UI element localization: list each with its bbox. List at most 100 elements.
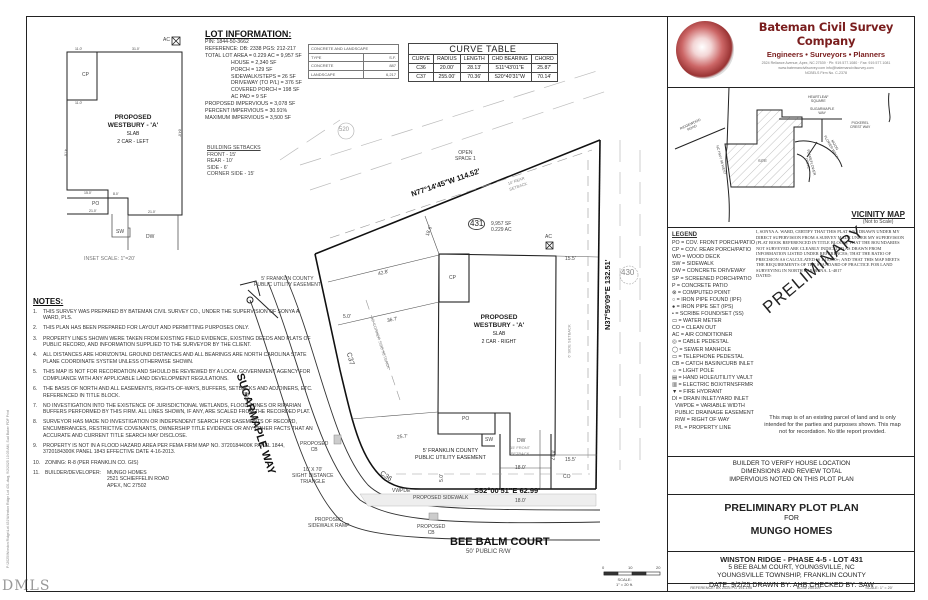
vicinity-map-drawing [674,86,891,223]
legend-item: AC = AIR CONDITIONER [672,332,733,339]
note-number: 5. [33,369,38,376]
co-label: CO [563,474,571,480]
builder-line: MUNGO HOMES [107,469,147,476]
dim-15-5-bottom: 15.5' [565,457,576,463]
legend-item: PO = COV. FRONT PORCH/PATIO [672,240,755,247]
table-header: CURVE [407,54,435,64]
legend-item: ◯ = SEWER MANHOLE [672,346,732,353]
scale-bar [603,571,661,576]
lot-information-title: LOT INFORMATION: [205,29,292,39]
company-header: Bateman Civil Survey Company Engineers •… [668,16,915,88]
project-info: WINSTON RIDGE - PHASE 4-5 - LOT 431 5 BE… [668,553,915,589]
note-text: PROPERTY IS NOT IN A FLOOD HAZARD AREA P… [43,442,285,456]
ac-icon [545,241,554,250]
note-text: ZONING: R-8 (PER FRANKLIN CO. GIS) [45,459,139,466]
label-line: CREST WAY [850,125,871,129]
note-item: 8.SURVEYOR HAS MADE NO INVESTIGATION OR … [33,419,313,439]
dmls-watermark-logo: DMLS [2,578,51,594]
inset-scale-label: INSET SCALE: 1"=20' [84,256,136,262]
table-header: CHD BEARING [487,54,532,64]
sidewalk-label: PROPOSED SIDEWALK [413,495,469,501]
vwpde-label: VWPDE [392,488,411,494]
note-text: THIS SURVEY WAS PREPARED BY BATEMAN CIVI… [43,308,301,322]
proposed-house-outline [437,253,557,489]
table-cell: 25.87' [530,63,558,73]
builder-line: APEX, NC 27502 [107,483,147,489]
note-number: 8. [33,419,38,426]
inset-dim-po-bottom: 21.0' [89,209,97,213]
note-item: 7.NO INVESTIGATION INTO THE EXISTENCE OF… [33,403,313,416]
legend-item: WD = WOOD DECK [672,254,721,261]
lot-information: LOT INFORMATION: PIN: 1844-50-3662 REFER… [205,29,302,122]
east-bearing: N37°59'09"E 132.51' [603,259,612,330]
note-text: THE BASIS OF NORTH AND ALL EASEMENTS, RI… [43,385,313,399]
label-line: 1" = 20 ft. [616,582,634,587]
certification-dated: DATED: [756,273,772,278]
setback-item: CORNER SIDE - 15' [207,171,255,177]
vm-title-text: VICINITY MAP [851,210,905,219]
house-line: SLAB [492,331,506,337]
company-logo-icon [676,21,734,79]
drawing-scale: SCALE: 1" = 20' [865,586,893,590]
curve-table-title: CURVE TABLE [408,43,558,55]
note-item: 9.PROPERTY IS NOT IN A FLOOD HAZARD AREA… [33,443,313,456]
dim-21: 21.0' [550,449,557,461]
legend-item: VWPDE = VARIABLE WIDTH [675,403,745,410]
table-header: S.F. [363,52,399,62]
legend-item: ○ = IRON PIPE FOUND (IPF) [672,296,742,303]
builder-note-line: BUILDER TO VERIFY HOUSE LOCATION [732,460,851,467]
curve-table: CURVE TABLE CURVE RADIUS LENGTH CHD BEAR… [407,43,558,82]
company-web: www.batemancivilsurvey.com info@batemanc… [778,66,874,70]
scale-label: SCALE:1" = 20 ft. [616,577,633,587]
label-line: CB [310,447,318,453]
vm-nc96: NC HWY 96 WEST [715,144,727,176]
legend-item: DI = DRAIN INLET/YARD INLET [672,396,749,403]
legend-item: • = SCRIBE FOUND/SET (SS) [672,311,744,318]
scale-tick-10: 10 [628,565,633,570]
plan-title-block: PRELIMINARY PLOT PLAN FOR MUNGO HOMES [668,496,915,552]
lot-info-line: REFERENCE: DB: 2338 PGS: 212-217 [205,45,296,52]
inset-dim-dw: 21.0' [148,210,156,214]
table-header: LENGTH [459,54,489,64]
label-line: 5' FRANKLIN COUNTY [261,276,314,282]
table-cell: S20°40'31"W [487,72,532,82]
lot-info-line: COVERED PORCH = 198 SF [231,87,300,94]
label-line: SETBACK [510,451,530,456]
inset-house-line: SLAB [126,131,140,137]
note-text: ALL DISTANCES ARE HORIZONTAL GROUND DIST… [43,352,307,365]
legend-item: CB = CATCH BASIN/CURB INLET [672,360,754,367]
dim-15-5-top: 15.5' [565,256,576,262]
street-bee-balm-court: BEE BALM COURT [450,536,550,548]
inset-ac-label: AC [163,37,170,43]
legend-item: CP = COV. REAR PORCH/PATIO [672,247,752,254]
project-address: 5 BEE BALM COURT, YOUNGSVILLE, NC [728,564,855,571]
label-line: PROPOSED [300,441,329,447]
table-header: TYPE [308,52,364,62]
legend-item: DW = CONCRETE DRIVEWAY [672,268,746,275]
surveyor-certification: I, SONYA A. WARD, CERTIFY THAT THIS PLAT… [756,229,906,279]
side-setback-label: 6' SIDE SETBACK [566,324,572,358]
inset-dim-cp-bottom: 11.0' [75,101,83,105]
inset-dim-step: 8.0' [113,192,119,196]
label-line: 5' FRANKLIN COUNTY [422,448,479,454]
table-cell: 6,217 [363,69,399,79]
inset-dim-top: 31.0' [132,47,140,51]
table-header: CHORD [530,54,558,64]
company-info: Bateman Civil Survey Company Engineers •… [738,20,914,76]
legend-item: ⊗ = COMPUTED POINT [672,289,731,296]
project-date-line: DATE: 9/2/25 DRAWN BY: AHB CHECKED BY: S… [708,581,875,589]
legend-item: R/W = RIGHT OF WAY [675,417,730,424]
reference-book: REFERENCE: BK 2025 PG 191-195 [690,586,753,590]
legend-item: ● = IRON PIPE SET (IPS) [672,303,734,310]
note-text: PROPERTY LINES SHOWN WERE TAKEN FROM EXI… [43,335,311,349]
note-number: 1. [33,308,38,315]
label-line: PROPOSED [417,524,446,530]
